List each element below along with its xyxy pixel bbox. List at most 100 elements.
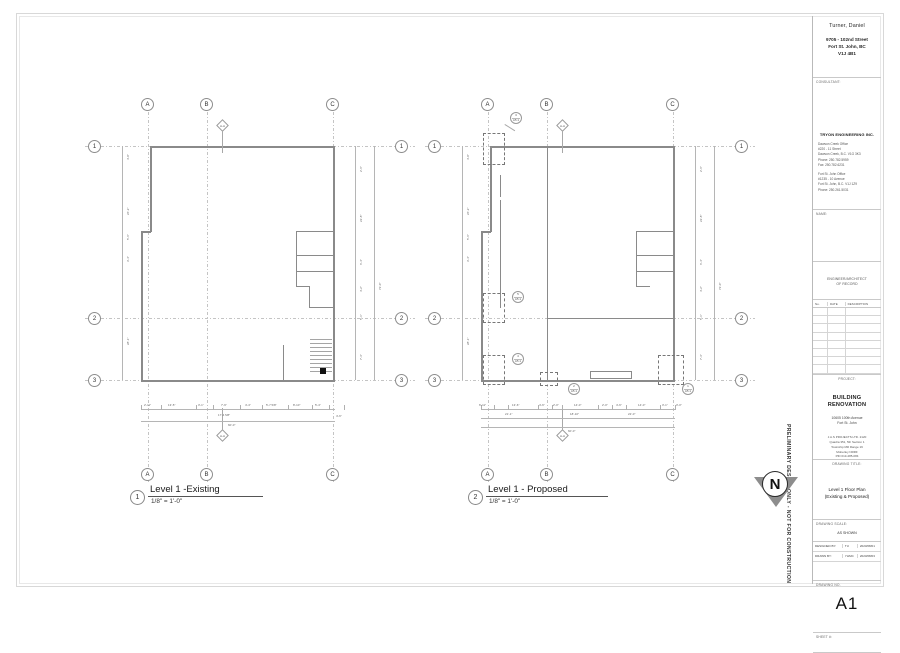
grid-bubble-a-bottom[interactable]: A (141, 468, 154, 481)
detail-callout-1[interactable]: 1 A5.1 (682, 383, 694, 395)
dimension-bottom-10: 3'-0" (676, 403, 682, 407)
table-row[interactable] (813, 308, 881, 317)
revision-description (846, 308, 881, 315)
detail-callout-3[interactable]: 3 A5.1 (510, 112, 522, 124)
grid-bubble-2-left[interactable]: 2 (428, 312, 441, 325)
sheet-border-outer (16, 13, 884, 587)
project-legal-line5: PID 013-485-084 (835, 454, 859, 459)
client-info-cell: Turner, Daniel 9705 - 102nd Street Fort … (813, 16, 881, 78)
plan-number-bubble[interactable]: 1 (130, 490, 145, 505)
section-marker-bottom[interactable]: A-A (216, 429, 229, 442)
renovation-zone-2[interactable] (483, 293, 505, 323)
project-legal-line2: Quadra 351, 5th Section 1 (829, 439, 865, 444)
title-block: Turner, Daniel 9705 - 102nd Street Fort … (812, 16, 881, 653)
table-row[interactable] (813, 340, 881, 349)
seal-cell: ENGINEER/ARCHITECT OF RECORD (813, 262, 881, 300)
table-row[interactable] (813, 316, 881, 325)
plan-scale-text: 1/8" = 1'-0" (489, 498, 521, 505)
revision-date (828, 324, 846, 332)
grid-bubble-2-right[interactable]: 2 (395, 312, 408, 325)
sheet-of-cell: Sheet #: (813, 633, 881, 653)
drawing-scale-label: Drawing Scale: (816, 521, 848, 526)
north-arrow-icon: N (748, 463, 804, 519)
grid-bubble-c-bottom[interactable]: C (666, 468, 679, 481)
grid-bubble-2-left[interactable]: 2 (88, 312, 101, 325)
plan-existing: A B C A B C 1 2 3 1 2 3 (0, 0, 430, 600)
grid-bubble-a-top[interactable]: A (141, 98, 154, 111)
grid-bubble-3-right[interactable]: 3 (395, 374, 408, 387)
table-row[interactable] (813, 324, 881, 333)
interior-wall-6 (500, 200, 502, 260)
revision-description (846, 316, 881, 323)
revision-no (813, 324, 828, 332)
project-title: BUILDING RENOVATION (816, 395, 878, 410)
table-row[interactable]: DRAWN BY: YHMC 2023/08/03 (813, 552, 881, 562)
grid-bubble-a-bottom[interactable]: A (481, 468, 494, 481)
grid-bubble-c-top[interactable]: C (326, 98, 339, 111)
detail-callout-5[interactable]: 5 A5.1 (512, 291, 524, 303)
drawn-by-label: DRAWN BY: (813, 554, 843, 558)
grid-bubble-c-bottom[interactable]: C (326, 468, 339, 481)
grid-bubble-b-bottom[interactable]: B (200, 468, 213, 481)
table-row[interactable] (813, 365, 881, 374)
section-leader-top (562, 131, 563, 153)
wall-east (673, 146, 675, 380)
grid-bubble-1-left[interactable]: 1 (428, 140, 441, 153)
revision-description (846, 365, 881, 372)
project-legal-line4: Moberley NRRF (836, 449, 858, 454)
grid-bubble-b-top[interactable]: B (200, 98, 213, 111)
section-marker-top[interactable]: A-A (216, 119, 229, 132)
grid-bubble-1-right[interactable]: 1 (395, 140, 408, 153)
client-address-line2: Fort St. John, BC (828, 44, 866, 50)
renovation-zone-5[interactable] (540, 372, 558, 386)
grid-line-a (148, 112, 149, 482)
title-block-spacer (813, 562, 881, 581)
dimension-bottom-9: 3'-1" (662, 403, 668, 407)
revision-no (813, 332, 828, 340)
wall-west-offset (141, 231, 151, 233)
grid-bubble-1-left[interactable]: 1 (88, 140, 101, 153)
grid-bubble-1-right[interactable]: 1 (735, 140, 748, 153)
revision-date (828, 357, 846, 365)
interior-wall-7 (296, 271, 334, 273)
project-address: 10605 100th Avenue Fort St. John (816, 416, 878, 427)
grid-bubble-b-bottom[interactable]: B (540, 468, 553, 481)
grid-bubble-2-right[interactable]: 2 (735, 312, 748, 325)
designed-by-date: 2023/08/01 (859, 544, 875, 548)
dimension-right-2: 22'-8" (699, 214, 703, 222)
dimension-bottom-1: 6'-11" (479, 403, 487, 407)
section-marker-top[interactable]: A-A (556, 119, 569, 132)
dimension-left-2: 26'-2" (466, 207, 470, 215)
interior-wall-2 (296, 231, 298, 286)
grid-bubble-b-top[interactable]: B (540, 98, 553, 111)
seal-line2: OF RECORD (836, 281, 858, 286)
wall-south (141, 380, 335, 382)
section-marker-bottom[interactable]: A-A (556, 429, 569, 442)
plan-number-bubble[interactable]: 2 (468, 490, 483, 505)
renovation-zone-4[interactable] (658, 355, 684, 385)
client-address-line3: V1J 4B1 (838, 51, 856, 57)
table-row[interactable] (813, 332, 881, 341)
table-row[interactable] (813, 348, 881, 358)
stair-marker (320, 368, 326, 374)
renovation-zone-3[interactable] (483, 355, 505, 385)
new-vestibule-wall-3 (590, 371, 592, 379)
grid-bubble-3-left[interactable]: 3 (88, 374, 101, 387)
sheet-number-cell: Drawing No. A1 (813, 581, 881, 633)
dimension-overall-bottom: 60'-0" (228, 423, 236, 427)
grid-bubble-3-left[interactable]: 3 (428, 374, 441, 387)
grid-bubble-3-right[interactable]: 3 (735, 374, 748, 387)
sheet-number-value: A1 (835, 593, 859, 613)
revision-header-date: DATE (828, 301, 846, 306)
consultant-office1-line4: Fax: 250.782.6231 (818, 162, 845, 167)
dimension-left-4: 3'-4" (126, 256, 130, 262)
dimension-line-left (122, 146, 123, 380)
grid-bubble-a-top[interactable]: A (481, 98, 494, 111)
grid-bubble-c-top[interactable]: C (666, 98, 679, 111)
renovation-zone-1[interactable] (483, 133, 505, 165)
detail-callout-2[interactable]: 2 A5.1 (568, 383, 580, 395)
detail-callout-4[interactable]: 4 A5.1 (512, 353, 524, 365)
table-row[interactable] (813, 357, 881, 366)
dimension-bottom-8: 14'-0" (638, 403, 646, 407)
table-row[interactable]: DESIGNED BY: TU 2023/08/01 (813, 542, 881, 552)
